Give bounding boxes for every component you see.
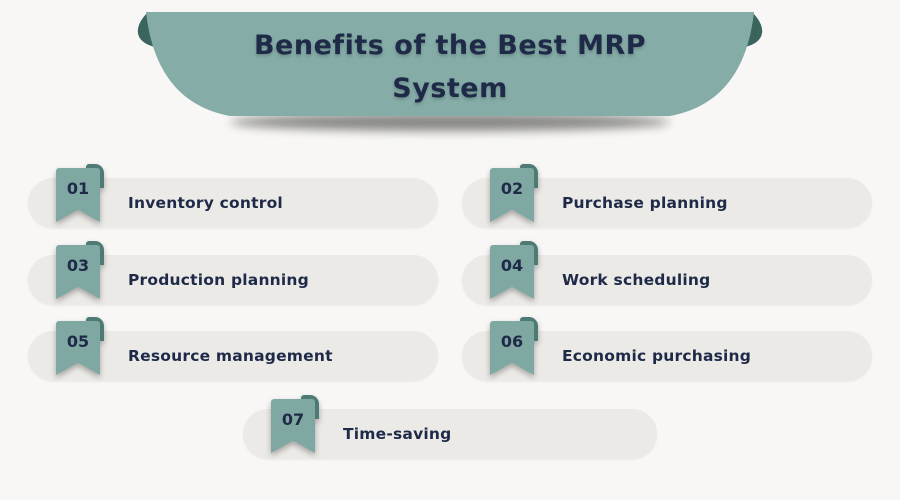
item-number: 02 [500,178,524,198]
bookmark-icon: 04 [490,245,534,299]
banner-shadow [230,113,670,131]
bookmark-icon: 02 [490,168,534,222]
item-number: 03 [66,255,90,275]
item-label: Purchase planning [562,194,728,212]
bookmark-icon: 06 [490,321,534,375]
number-badge: 07 [271,395,319,455]
number-badge: 01 [56,164,104,224]
number-badge: 06 [490,317,538,377]
benefit-item-05: Resource management 05 [28,317,438,381]
item-label: Production planning [128,271,309,289]
item-label: Time-saving [343,425,452,443]
item-number: 04 [500,255,524,275]
item-number: 06 [500,331,524,351]
benefit-item-01: Inventory control 01 [28,164,438,228]
bookmark-icon: 07 [271,399,315,453]
bookmark-icon: 03 [56,245,100,299]
item-label: Economic purchasing [562,347,752,365]
number-badge: 05 [56,317,104,377]
benefit-item-04: Work scheduling 04 [462,241,872,305]
bookmark-icon: 05 [56,321,100,375]
number-badge: 04 [490,241,538,301]
item-number: 07 [281,409,305,429]
item-label: Resource management [128,347,333,365]
ribbon-banner-graphic [137,12,763,131]
item-label: Work scheduling [562,271,711,289]
item-label: Inventory control [128,194,283,212]
item-number: 01 [66,178,90,198]
benefit-item-06: Economic purchasing 06 [462,317,872,381]
benefit-item-02: Purchase planning 02 [462,164,872,228]
page-title-line2: System [392,73,508,104]
page-title-line1: Benefits of the Best MRP [253,30,647,61]
benefit-item-03: Production planning 03 [28,241,438,305]
banner-body [146,12,754,116]
page-title: Benefits of the Best MRP System [130,24,770,110]
title-banner [130,6,770,142]
bookmark-icon: 01 [56,168,100,222]
item-number: 05 [66,331,90,351]
number-badge: 02 [490,164,538,224]
benefit-item-07: Time-saving 07 [243,395,657,459]
number-badge: 03 [56,241,104,301]
